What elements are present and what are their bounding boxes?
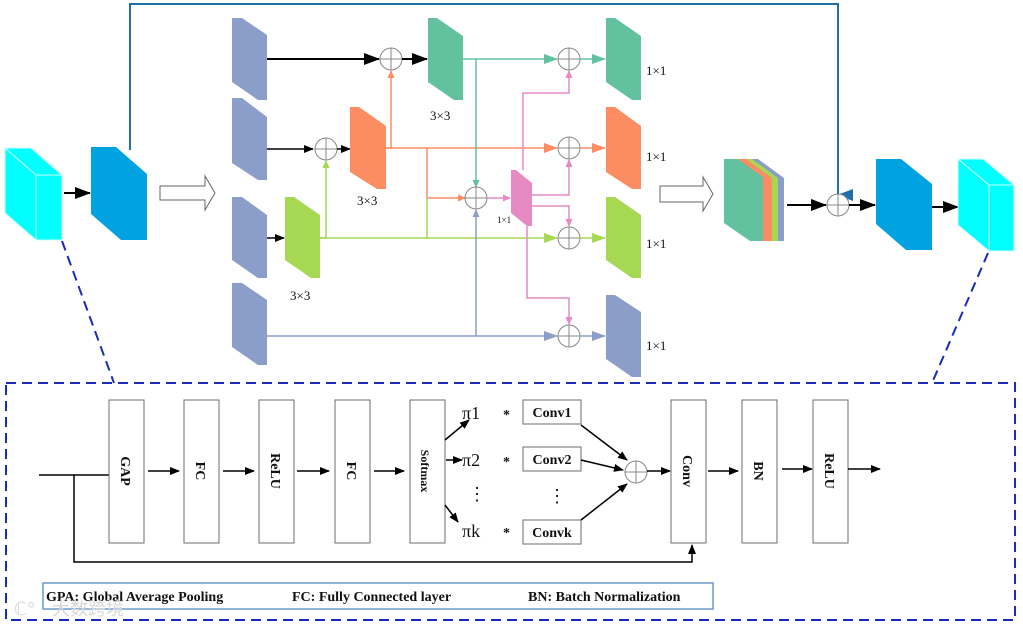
skip-connection-line	[129, 3, 853, 201]
block-relu-1-label: ReLU	[267, 453, 282, 489]
watermark-text: 大数跨境	[52, 599, 124, 620]
teal-conv-label: 3×3	[430, 108, 450, 123]
out4-label: 1×1	[646, 338, 666, 353]
conv1-label: Conv1	[533, 406, 572, 421]
multiply-1: *	[503, 408, 510, 423]
conv-ellipsis: ⋮	[548, 486, 566, 506]
hollow-arrow	[159, 174, 216, 212]
split-block-3	[232, 197, 267, 278]
pink-conv-block	[511, 170, 532, 226]
block-softmax-label: Softmax	[418, 450, 432, 493]
sum-node-2	[314, 137, 338, 161]
block-gap: GAP	[108, 399, 145, 544]
pink-to-out3-sum	[532, 205, 573, 227]
conv2-box: Conv2	[522, 446, 582, 472]
lime-up-to-sum2	[320, 160, 330, 239]
sum-node-out3	[557, 226, 581, 250]
sum-node-1	[379, 47, 403, 71]
feature-map	[91, 147, 147, 240]
sum-node-residual	[826, 193, 850, 217]
block-softmax: Softmax	[409, 399, 446, 544]
arrow-conv2-sum	[580, 459, 624, 472]
orange-conv-label: 3×3	[357, 193, 377, 208]
sum-node-out2	[557, 136, 581, 160]
block-bn-label: BN	[750, 461, 765, 480]
block-fc-1-label: FC	[192, 462, 207, 481]
legend-fc: FC: Fully Connected layer	[292, 590, 451, 605]
lime-conv-block	[285, 197, 320, 278]
split-block-1	[232, 18, 267, 100]
detail-dashed-frame	[5, 382, 1016, 621]
sum-node-out1	[557, 47, 581, 71]
lime-conv-label: 3×3	[290, 288, 310, 303]
split-block-4	[232, 283, 267, 365]
out2-label: 1×1	[646, 149, 666, 164]
block-fc-2: FC	[334, 399, 371, 544]
conv1-box: Conv1	[522, 399, 582, 425]
block-gap-label: GAP	[117, 456, 132, 486]
dashed-zoom-line-left	[61, 240, 115, 384]
sum-node-center	[464, 186, 488, 210]
input-cube	[3, 146, 64, 242]
block-relu-2: ReLU	[812, 399, 849, 544]
output-block-orange	[606, 107, 641, 189]
block-relu-2-label: ReLU	[821, 453, 836, 489]
orange-up-to-sum1	[386, 70, 395, 149]
pink-conv-label: 1×1	[497, 215, 511, 225]
hollow-arrow-2	[659, 175, 714, 213]
multiply-2: *	[503, 455, 510, 470]
convk-box: Convk	[522, 519, 582, 545]
output-block-lime	[606, 197, 641, 278]
pi1-label: π1	[462, 403, 480, 423]
arrow-conv1-sum	[580, 424, 628, 461]
pi2-label: π2	[462, 450, 480, 470]
pi-ellipsis: ⋮	[468, 484, 486, 504]
dashed-zoom-line-right	[931, 252, 989, 384]
pik-label: πk	[462, 521, 480, 541]
split-block-2	[232, 98, 267, 180]
legend-box	[42, 582, 714, 610]
block-conv-label: Conv	[679, 455, 694, 487]
block-relu-1: ReLU	[258, 399, 295, 544]
output-cube	[956, 157, 1016, 253]
legend-bn: BN: Batch Normalization	[528, 590, 681, 605]
output-feature-map	[876, 159, 932, 250]
arrow-softmax-pi1	[444, 419, 470, 441]
teal-conv-block	[428, 18, 463, 100]
watermark-icon: ℂ°	[14, 599, 36, 620]
orange-to-center-sum	[426, 148, 466, 202]
conv2-label: Conv2	[533, 453, 572, 468]
convk-label: Convk	[532, 526, 572, 541]
bypass-line	[73, 475, 696, 563]
legend-gpa: GPA: Global Average Pooling	[46, 590, 223, 605]
arrow-convk-sum	[580, 483, 628, 521]
block-bn: BN	[741, 399, 778, 544]
block-fc-1: FC	[183, 399, 220, 544]
pink-to-out2-sum	[532, 159, 573, 196]
block-fc-2-label: FC	[343, 462, 358, 481]
out3-label: 1×1	[646, 236, 666, 251]
orange-conv-block	[350, 107, 386, 189]
pink-to-out4-sum	[526, 226, 573, 325]
sum-node-bottom	[624, 460, 648, 484]
arrow-softmax-pik	[444, 504, 459, 523]
concat-stack	[724, 159, 784, 241]
output-block-blue	[606, 295, 641, 377]
sum-node-out4	[557, 324, 581, 348]
multiply-k: *	[503, 526, 510, 541]
block-conv: Conv	[670, 399, 707, 544]
output-block-teal	[606, 18, 641, 100]
pink-to-out1-sum	[522, 70, 573, 170]
out1-label: 1×1	[646, 63, 666, 78]
